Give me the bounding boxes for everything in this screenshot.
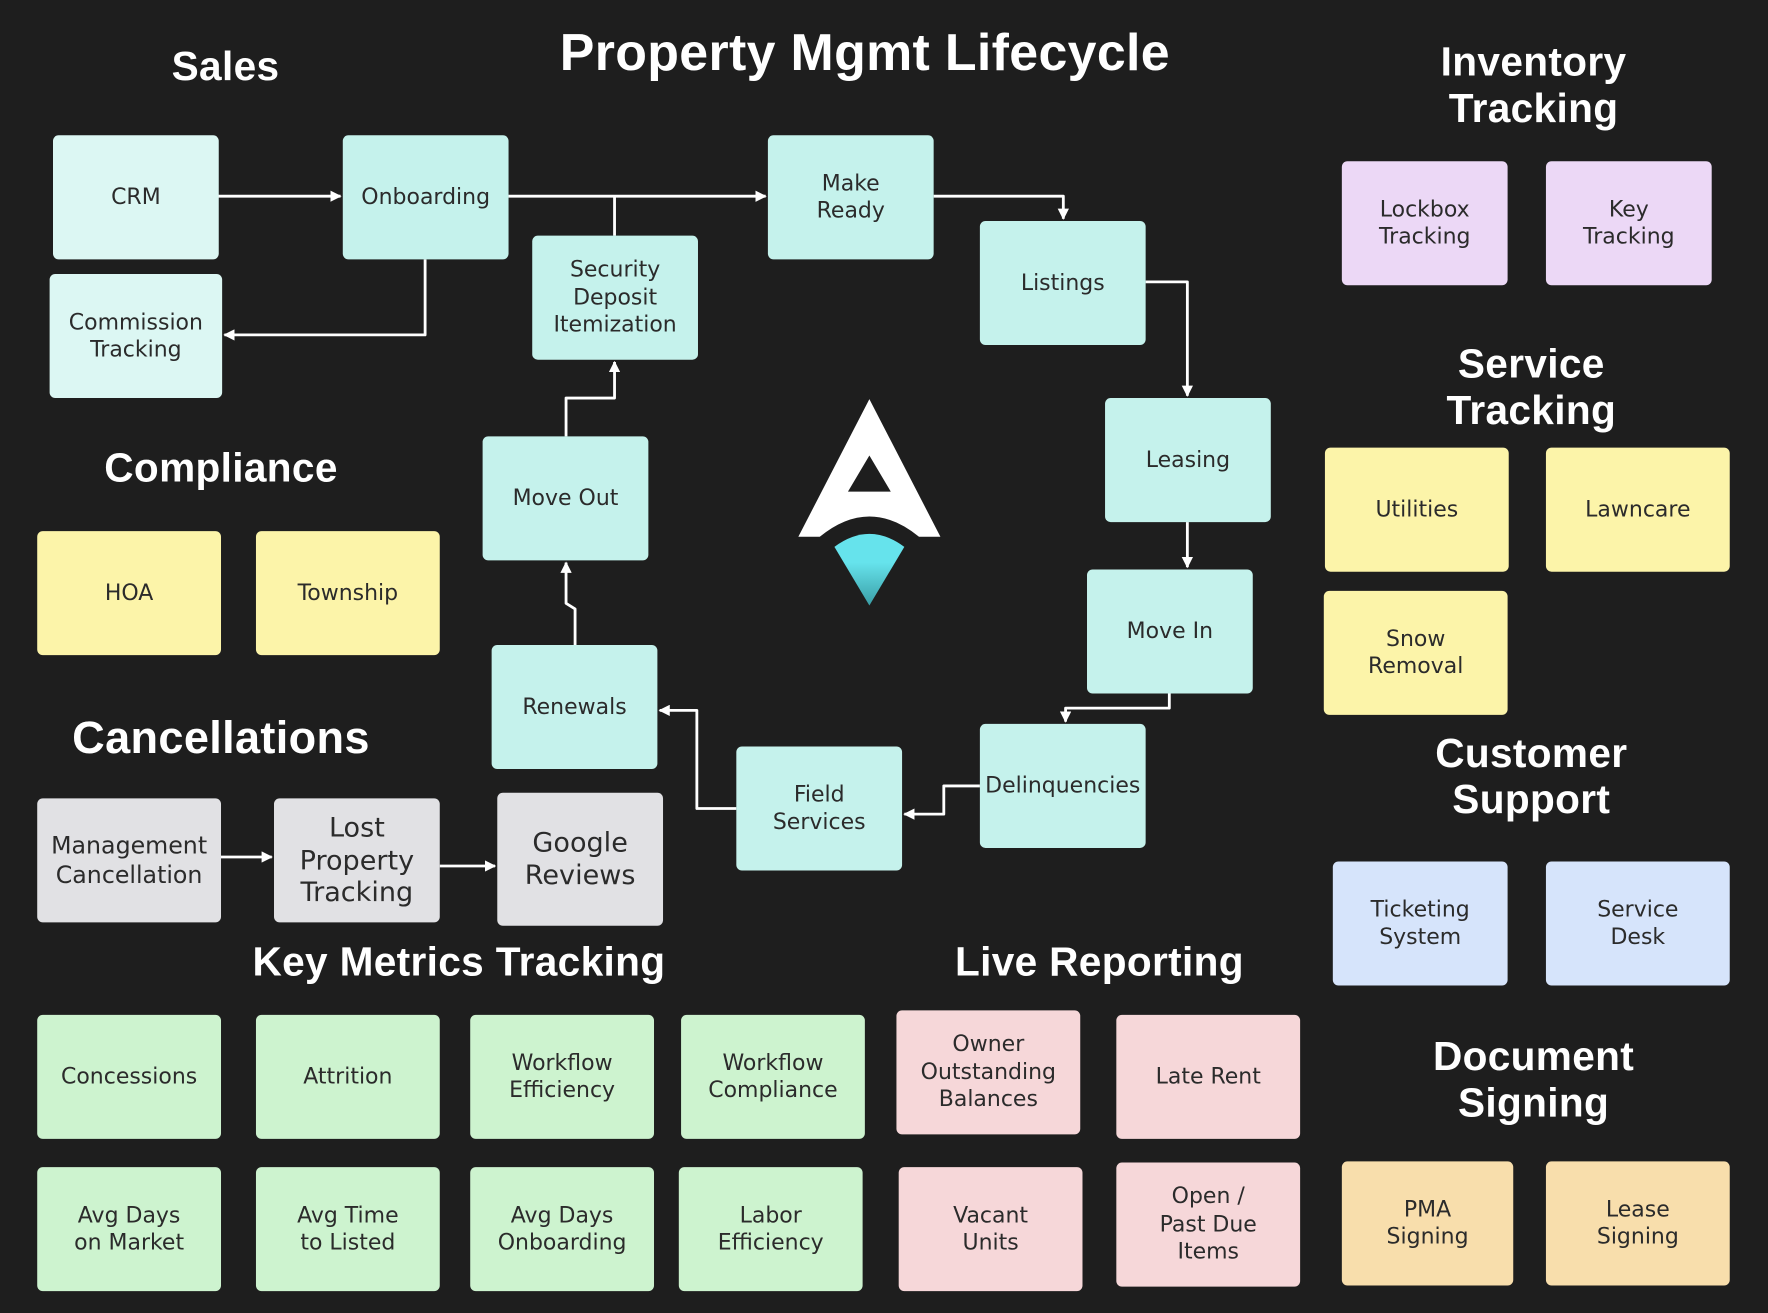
node-make-ready[interactable]: Make Ready (767, 135, 934, 260)
node-commission-tracking[interactable]: Commission Tracking (49, 274, 223, 399)
node-lost-property-tracking[interactable]: Lost Property Tracking (274, 798, 440, 923)
node-renewals[interactable]: Renewals (491, 644, 658, 770)
arrow-field-renewals (658, 704, 737, 810)
node-field-services[interactable]: Field Services (736, 746, 903, 871)
heading-sales: Sales (171, 42, 280, 90)
node-avg-days-onboarding[interactable]: Avg Days Onboarding (470, 1167, 655, 1292)
node-crm[interactable]: CRM (52, 135, 219, 260)
node-utilities[interactable]: Utilities (1324, 447, 1509, 572)
node-key-tracking[interactable]: Key Tracking (1545, 161, 1712, 286)
node-lockbox-tracking[interactable]: Lockbox Tracking (1341, 161, 1508, 286)
node-labor-efficiency[interactable]: Labor Efficiency (678, 1167, 863, 1292)
heading-compliance: Compliance (104, 444, 338, 491)
node-service-desk[interactable]: Service Desk (1545, 861, 1730, 986)
node-google-reviews[interactable]: Google Reviews (497, 792, 664, 926)
node-hoa[interactable]: HOA (37, 531, 222, 656)
node-pma-signing[interactable]: PMA Signing (1341, 1161, 1514, 1286)
page-title: Property Mgmt Lifecycle (559, 22, 1170, 82)
node-lease-signing[interactable]: Lease Signing (1545, 1161, 1730, 1286)
node-concessions[interactable]: Concessions (37, 1014, 222, 1139)
heading-inventory: Inventory Tracking (1440, 38, 1627, 132)
heading-cancellations: Cancellations (72, 713, 370, 764)
node-security-deposit[interactable]: Security Deposit Itemization (532, 235, 698, 360)
node-leasing[interactable]: Leasing (1105, 398, 1271, 523)
node-snow-removal[interactable]: Snow Removal (1323, 590, 1508, 715)
node-lawncare[interactable]: Lawncare (1545, 447, 1730, 572)
arrow-movein-delinquencies (1059, 693, 1171, 723)
node-owner-outstanding-balances[interactable]: Owner Outstanding Balances (896, 1010, 1081, 1135)
node-move-in[interactable]: Move In (1087, 569, 1253, 694)
arrow-listings-leasing (1145, 280, 1194, 397)
node-vacant-units[interactable]: Vacant Units (898, 1167, 1083, 1292)
arrow-onboarding-commission (223, 259, 427, 341)
node-delinquencies[interactable]: Delinquencies (979, 723, 1146, 848)
node-attrition[interactable]: Attrition (255, 1014, 440, 1139)
node-management-cancellation[interactable]: Management Cancellation (37, 798, 222, 923)
heading-service: Service Tracking (1446, 340, 1617, 434)
node-workflow-efficiency[interactable]: Workflow Efficiency (470, 1014, 655, 1139)
arrow-makeready-listings (933, 194, 1069, 220)
heading-signing: Document Signing (1432, 1032, 1635, 1126)
heading-metrics: Key Metrics Tracking (252, 938, 666, 985)
node-township[interactable]: Township (255, 531, 440, 656)
arrow-moveout-security (564, 360, 621, 437)
node-avg-days-on-market[interactable]: Avg Days on Market (37, 1167, 222, 1292)
heading-reporting: Live Reporting (954, 938, 1244, 985)
node-onboarding[interactable]: Onboarding (342, 135, 509, 260)
node-move-out[interactable]: Move Out (482, 436, 649, 561)
heading-support: Customer Support (1435, 729, 1628, 823)
node-late-rent[interactable]: Late Rent (1116, 1014, 1301, 1139)
node-avg-time-to-listed[interactable]: Avg Time to Listed (255, 1167, 440, 1292)
arrow-renewals-moveout (560, 561, 577, 645)
node-open-past-due-items[interactable]: Open / Past Due Items (1116, 1162, 1301, 1287)
node-workflow-compliance[interactable]: Workflow Compliance (681, 1014, 865, 1139)
logo-icon (798, 399, 941, 606)
node-ticketing-system[interactable]: Ticketing System (1332, 861, 1508, 986)
arrow-delinquencies-field (903, 784, 980, 820)
node-listings[interactable]: Listings (979, 221, 1146, 346)
